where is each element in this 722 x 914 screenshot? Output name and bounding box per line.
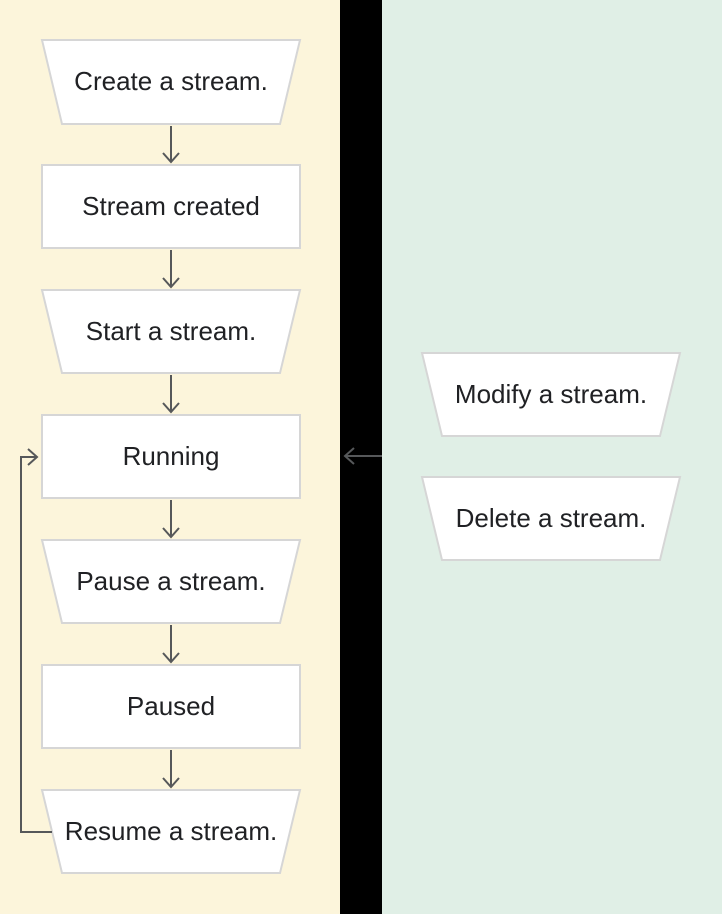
node-pause-label: Pause a stream. [76, 565, 266, 596]
node-stream-created-label: Stream created [82, 190, 260, 221]
node-running-shape [41, 414, 301, 499]
edge-paused-to-resume [162, 750, 180, 789]
arrow-down-icon [162, 777, 180, 789]
node-stream-created-shape [41, 164, 301, 249]
node-create-shape [40, 39, 302, 125]
edge-resume-to-running-loop [20, 448, 52, 833]
edge-running-to-pause [162, 500, 180, 539]
operations-panel [382, 0, 722, 914]
edge-operations-to-running [343, 447, 382, 465]
edge-create-to-stream-created [162, 126, 180, 164]
node-shapes [40, 39, 682, 874]
flowchart-edges [20, 126, 382, 833]
edge-start-to-running [162, 375, 180, 414]
node-resume-label: Resume a stream. [64, 815, 278, 846]
node-create-label: Create a stream. [74, 66, 268, 97]
edge-line [20, 456, 52, 833]
node-delete-shape [420, 476, 682, 561]
node-resume-shape [40, 789, 302, 874]
arrow-down-icon [162, 402, 180, 414]
arrow-left-icon [343, 447, 355, 465]
node-delete-label: Delete a stream. [455, 502, 647, 533]
node-running-label: Running [122, 440, 220, 471]
arrow-down-icon [162, 277, 180, 289]
node-paused-shape [41, 664, 301, 749]
edge-pause-to-paused [162, 625, 180, 664]
arrow-right-icon [27, 448, 39, 466]
arrow-down-icon [162, 527, 180, 539]
node-start-label: Start a stream. [85, 315, 257, 346]
arrow-down-icon [162, 652, 180, 664]
edge-stream-created-to-start [162, 250, 180, 289]
node-pause-shape [40, 539, 302, 624]
node-modify-shape [420, 352, 682, 437]
node-start-shape [40, 289, 302, 374]
node-paused-label: Paused [126, 690, 216, 721]
node-modify-label: Modify a stream. [454, 378, 648, 409]
arrow-down-icon [162, 152, 180, 164]
